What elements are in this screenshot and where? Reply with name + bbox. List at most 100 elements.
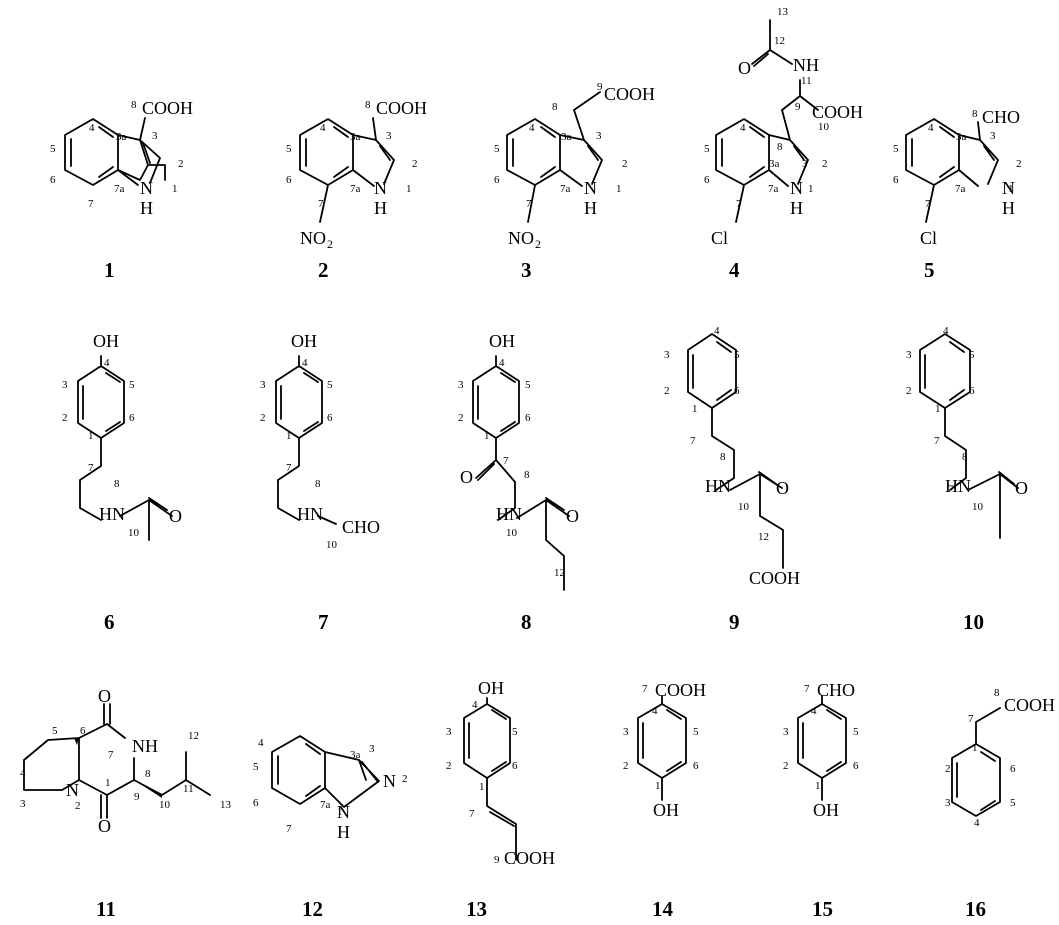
atom-locant-number: 1	[935, 403, 941, 415]
atom-locant-number: 2	[664, 385, 670, 397]
atom-group-label: N	[584, 178, 597, 198]
compound-id-2: 2	[318, 258, 329, 282]
atom-locant-number: 3	[623, 726, 629, 738]
atom-group-label: O	[98, 686, 111, 706]
atom-locant-number: 5	[693, 726, 699, 738]
atom-locant-number: 2	[75, 800, 81, 812]
compound-id-9: 9	[729, 610, 740, 634]
atom-group-label: OH	[489, 331, 515, 351]
compound-10-structure	[919, 333, 1019, 539]
atom-locant-number: 5	[327, 379, 333, 391]
atom-locant-number: 7	[925, 198, 931, 210]
atom-locant-number: 4	[714, 325, 720, 337]
atom-locant-number: 7a	[560, 183, 571, 195]
atom-locant-number: 10	[738, 501, 750, 513]
atom-locant-number: 2	[822, 158, 828, 170]
atom-locant-number: 3a	[350, 131, 361, 143]
atom-group-label: COOH	[376, 98, 427, 118]
atom-group-label: OH	[291, 331, 317, 351]
atom-locant-number: 6	[327, 412, 333, 424]
atom-locant-number: 5	[52, 725, 58, 737]
atom-locant-number: 6	[1010, 763, 1016, 775]
atom-locant-number: 6	[525, 412, 531, 424]
atom-locant-number: 1	[692, 403, 698, 415]
atom-group-label: 2	[327, 237, 333, 251]
atom-locant-number: 5	[286, 143, 292, 155]
atom-group-label: O	[1015, 478, 1028, 498]
atom-group-label: N	[790, 178, 803, 198]
atom-locant-number: 7a	[350, 183, 361, 195]
atom-locant-number: 12	[774, 35, 785, 47]
atom-group-label: COOH	[142, 98, 193, 118]
atom-locant-number: 7	[469, 808, 475, 820]
atom-locant-number: 2	[783, 760, 789, 772]
atom-locant-number: 7	[934, 435, 940, 447]
compound-id-15: 15	[812, 897, 833, 921]
compound-8-structure	[472, 355, 570, 591]
atom-locant-number: 1	[484, 430, 490, 442]
atom-locant-number: 4	[943, 325, 949, 337]
atom-group-label: COOH	[504, 848, 555, 868]
atom-locant-number: 1	[808, 183, 814, 195]
atom-locant-number: 8	[365, 99, 371, 111]
atom-locant-number: 10	[326, 539, 338, 551]
atom-locant-number: 3	[260, 379, 266, 391]
atom-locant-number: 4	[974, 817, 980, 829]
compound-id-4: 4	[729, 258, 740, 282]
atom-locant-number: 1	[88, 430, 94, 442]
compound-identifiers: 1 2 3 4 5 6 7 8 9 10 11 12 13 14 15 16	[96, 258, 986, 921]
atom-group-label: CHO	[982, 107, 1020, 127]
atom-locant-number: 4	[529, 122, 535, 134]
atom-locant-number: 7	[736, 198, 742, 210]
atom-locant-number: 7	[968, 713, 974, 725]
atom-group-label: H	[790, 198, 803, 218]
compound-id-8: 8	[521, 610, 532, 634]
atom-locant-number: 5	[734, 349, 740, 361]
atom-locant-number: 3a	[769, 158, 780, 170]
compound-1-structure	[64, 117, 166, 186]
atom-locant-number: 1	[286, 430, 292, 442]
atom-locant-number: 11	[801, 75, 812, 87]
atom-locant-number: 5	[1010, 797, 1016, 809]
atom-locant-number: 7	[88, 198, 94, 210]
atom-locant-number: 7	[88, 462, 94, 474]
atom-locant-number: 3	[152, 130, 158, 142]
atom-group-label: Cl	[920, 228, 937, 248]
atom-locant-number: 6	[50, 174, 56, 186]
atom-group-label: H	[584, 198, 597, 218]
atom-group-label: HN	[99, 504, 125, 524]
atom-locant-number: 5	[253, 761, 259, 773]
atom-group-label: O	[738, 58, 751, 78]
atom-group-label: COOH	[812, 102, 863, 122]
atom-group-label: COOH	[655, 680, 706, 700]
atom-locant-number: 12	[554, 567, 565, 579]
atom-group-label: N	[337, 802, 350, 822]
atom-locant-number: 3a	[956, 131, 967, 143]
atom-locant-number: 7	[108, 749, 114, 761]
atom-locant-number: 5	[893, 143, 899, 155]
atom-locant-number: 8	[114, 478, 120, 490]
compound-id-1: 1	[104, 258, 115, 282]
compound-id-13: 13	[466, 897, 487, 921]
atom-locant-number: 10	[506, 527, 518, 539]
compound-12-structure	[271, 735, 380, 808]
atom-locant-number: 5	[969, 349, 975, 361]
atom-group-label: COOH	[604, 84, 655, 104]
atom-locant-number: 2	[458, 412, 464, 424]
atom-group-label: H	[374, 198, 387, 218]
atom-locant-number: 4	[811, 705, 817, 717]
atom-locant-number: 10	[972, 501, 984, 513]
atom-group-label: H	[337, 822, 350, 842]
atom-group-label: OH	[93, 331, 119, 351]
compound-id-12: 12	[302, 897, 323, 921]
atom-locant-number: 12	[188, 730, 199, 742]
atom-locant-number: 4	[302, 357, 308, 369]
atom-locant-number: 7	[286, 462, 292, 474]
compound-2-structure	[299, 117, 395, 223]
